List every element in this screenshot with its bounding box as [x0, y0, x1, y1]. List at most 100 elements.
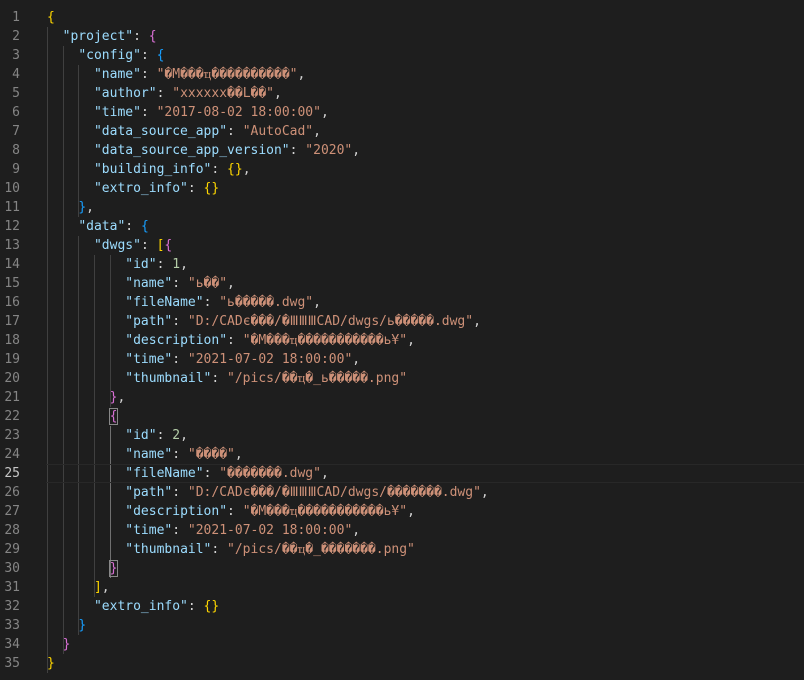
- code-text[interactable]: "building_info": {},: [47, 160, 251, 179]
- code-text[interactable]: "thumbnail": "/pics/��ҵ�_�������.png": [47, 540, 415, 559]
- json-string: "����": [187, 447, 235, 462]
- code-line[interactable]: 2 "project": {: [0, 27, 804, 46]
- json-string: "2021-07-02 18:00:00": [187, 352, 353, 367]
- code-line[interactable]: 23 "id": 2,: [0, 426, 804, 445]
- bracket: {}: [203, 181, 220, 196]
- code-text[interactable]: "name": "����",: [47, 445, 242, 464]
- code-text[interactable]: "name": "�M���ҵ����������",: [47, 65, 305, 84]
- json-string: "ь��": [187, 276, 228, 291]
- code-text[interactable]: "name": "ь��",: [47, 274, 235, 293]
- line-number: 5: [12, 86, 20, 101]
- code-line[interactable]: 28 "time": "2021-07-02 18:00:00",: [0, 521, 804, 540]
- code-text[interactable]: }: [47, 559, 119, 578]
- code-text[interactable]: "time": "2021-07-02 18:00:00",: [47, 350, 360, 369]
- code-text[interactable]: },: [47, 388, 126, 407]
- code-line[interactable]: 8 "data_source_app_version": "2020",: [0, 141, 804, 160]
- code-line[interactable]: 12 "data": {: [0, 217, 804, 236]
- code-line[interactable]: 3 "config": {: [0, 46, 804, 65]
- code-text[interactable]: "data_source_app_version": "2020",: [47, 141, 360, 160]
- code-line[interactable]: 33 }: [0, 616, 804, 635]
- code-line[interactable]: 17 "path": "D:/CADє���/�ⅢⅢⅢCAD/dwgs/ь���…: [0, 312, 804, 331]
- code-text[interactable]: ],: [47, 578, 110, 597]
- code-text[interactable]: "fileName": "ь�����.dwg",: [47, 293, 321, 312]
- indentation: [47, 86, 94, 101]
- indentation: [47, 466, 125, 481]
- line-number: 27: [4, 504, 20, 519]
- code-text[interactable]: "thumbnail": "/pics/��ҵ�_ь�����.png": [47, 369, 407, 388]
- json-key: "time": [125, 352, 173, 367]
- code-line[interactable]: 21 },: [0, 388, 804, 407]
- code-line[interactable]: 27 "description": "�M���ҵ�����������ь¥",: [0, 502, 804, 521]
- code-text[interactable]: {: [47, 8, 55, 27]
- json-key: "path": [125, 314, 173, 329]
- line-number: 19: [4, 352, 20, 367]
- json-key: "description": [125, 333, 228, 348]
- code-text[interactable]: "path": "D:/CADє���/�ⅢⅢⅢCAD/dwgs/�������…: [47, 483, 488, 502]
- code-line[interactable]: 16 "fileName": "ь�����.dwg",: [0, 293, 804, 312]
- code-line[interactable]: 14 "id": 1,: [0, 255, 804, 274]
- json-string: "2020": [305, 143, 353, 158]
- bracket: {}: [227, 162, 243, 177]
- punctuation: :: [140, 105, 157, 120]
- punctuation: :: [172, 314, 188, 329]
- code-line[interactable]: 26 "path": "D:/CADє���/�ⅢⅢⅢCAD/dwgs/����…: [0, 483, 804, 502]
- json-key: "fileName": [125, 466, 204, 481]
- line-number: 1: [12, 10, 20, 25]
- code-text[interactable]: "author": "xxxxxx��L��",: [47, 84, 282, 103]
- code-text[interactable]: "id": 2,: [47, 426, 188, 445]
- code-text[interactable]: "project": {: [47, 27, 157, 46]
- code-line[interactable]: 25 "fileName": "�������.dwg",: [0, 464, 804, 483]
- bracket: }: [62, 637, 71, 652]
- code-line[interactable]: 9 "building_info": {},: [0, 160, 804, 179]
- editor-tab-strip: [0, 0, 804, 5]
- punctuation: ,: [117, 390, 126, 405]
- code-line[interactable]: 31 ],: [0, 578, 804, 597]
- code-text[interactable]: "dwgs": [{: [47, 236, 172, 255]
- line-number: 32: [4, 599, 20, 614]
- code-line[interactable]: 29 "thumbnail": "/pics/��ҵ�_�������.png": [0, 540, 804, 559]
- code-text[interactable]: "data_source_app": "AutoCad",: [47, 122, 321, 141]
- code-text[interactable]: }: [47, 654, 55, 673]
- code-line[interactable]: 4 "name": "�M���ҵ����������",: [0, 65, 804, 84]
- code-text[interactable]: "data": {: [47, 217, 148, 236]
- punctuation: :: [140, 48, 157, 63]
- indentation: [47, 447, 125, 462]
- code-line[interactable]: 6 "time": "2017-08-02 18:00:00",: [0, 103, 804, 122]
- punctuation: :: [211, 162, 228, 177]
- code-line[interactable]: 35}: [0, 654, 804, 673]
- json-key: "path": [125, 485, 173, 500]
- code-text[interactable]: }: [47, 635, 71, 654]
- code-line[interactable]: 10 "extro_info": {}: [0, 179, 804, 198]
- json-key: "data": [78, 219, 126, 234]
- code-line[interactable]: 11 },: [0, 198, 804, 217]
- code-text[interactable]: "fileName": "�������.dwg",: [47, 464, 329, 483]
- code-line[interactable]: 18 "description": "�M���ҵ�����������ь¥",: [0, 331, 804, 350]
- code-text[interactable]: "time": "2021-07-02 18:00:00",: [47, 521, 360, 540]
- code-line[interactable]: 34 }: [0, 635, 804, 654]
- code-text[interactable]: "time": "2017-08-02 18:00:00",: [47, 103, 329, 122]
- code-line[interactable]: 32 "extro_info": {}: [0, 597, 804, 616]
- code-text[interactable]: "path": "D:/CADє���/�ⅢⅢⅢCAD/dwgs/ь�����.…: [47, 312, 481, 331]
- code-text[interactable]: {: [47, 407, 119, 426]
- code-text[interactable]: "description": "�M���ҵ�����������ь¥",: [47, 331, 415, 350]
- code-text[interactable]: "description": "�M���ҵ�����������ь¥",: [47, 502, 415, 521]
- code-text[interactable]: "id": 1,: [47, 255, 188, 274]
- code-text[interactable]: "extro_info": {}: [47, 179, 219, 198]
- code-text[interactable]: }: [47, 616, 86, 635]
- code-line[interactable]: 20 "thumbnail": "/pics/��ҵ�_ь�����.png": [0, 369, 804, 388]
- code-line[interactable]: 24 "name": "����",: [0, 445, 804, 464]
- code-line[interactable]: 13 "dwgs": [{: [0, 236, 804, 255]
- code-line[interactable]: 19 "time": "2021-07-02 18:00:00",: [0, 350, 804, 369]
- code-text[interactable]: "extro_info": {}: [47, 597, 219, 616]
- line-number: 10: [4, 181, 20, 196]
- code-line[interactable]: 15 "name": "ь��",: [0, 274, 804, 293]
- code-line[interactable]: 22 {: [0, 407, 804, 426]
- code-line[interactable]: 30 }: [0, 559, 804, 578]
- code-line[interactable]: 7 "data_source_app": "AutoCad",: [0, 122, 804, 141]
- code-line[interactable]: 5 "author": "xxxxxx��L��",: [0, 84, 804, 103]
- code-text[interactable]: },: [47, 198, 94, 217]
- code-text[interactable]: "config": {: [47, 46, 164, 65]
- code-line[interactable]: 1{: [0, 8, 804, 27]
- punctuation: ,: [407, 333, 415, 348]
